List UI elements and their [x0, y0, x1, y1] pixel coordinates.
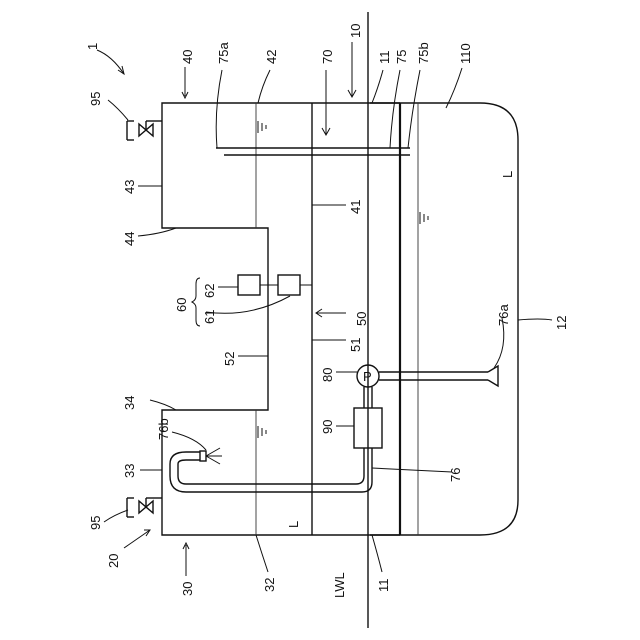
label-61: 61 [202, 310, 217, 324]
label-51: 51 [348, 338, 363, 352]
pump-label: P [363, 369, 372, 384]
label-95-lower: 95 [88, 516, 103, 530]
sensor-62-box [238, 275, 260, 295]
label-110: 110 [458, 43, 473, 64]
label-80: 80 [320, 368, 335, 382]
sensor-61-box [278, 275, 300, 295]
label-95-upper: 95 [88, 92, 103, 106]
label-L-hull: L [500, 171, 515, 178]
label-lwl: LWL [332, 572, 347, 598]
label-76: 76 [448, 468, 463, 482]
label-62: 62 [202, 284, 217, 298]
label-42: 42 [264, 50, 279, 64]
label-75b: 75b [416, 42, 431, 64]
suction-inlet-76a [488, 366, 498, 386]
valve-95-upper [127, 121, 162, 140]
leader-lines [97, 42, 552, 576]
water-symbol-lower [258, 426, 266, 438]
label-1: 1 [85, 43, 100, 50]
label-50: 50 [354, 312, 369, 326]
label-11-top: 11 [377, 51, 392, 65]
label-75: 75 [394, 50, 409, 64]
nozzle-76b-spray [200, 448, 222, 464]
label-44: 44 [122, 232, 137, 246]
label-20: 20 [106, 554, 121, 568]
label-12: 12 [554, 316, 569, 330]
label-60: 60 [174, 298, 189, 312]
label-41: 41 [348, 200, 363, 214]
label-30: 30 [180, 582, 195, 596]
label-11-bottom: 11 [376, 579, 391, 593]
label-76a: 76a [496, 304, 511, 326]
label-34: 34 [122, 396, 137, 410]
label-75a: 75a [216, 42, 231, 64]
water-symbol-hull [420, 212, 428, 224]
label-10: 10 [348, 24, 363, 38]
label-40: 40 [180, 50, 195, 64]
valve-95-lower [127, 498, 162, 517]
label-L-tank: L [286, 521, 301, 528]
label-52: 52 [222, 352, 237, 366]
label-33: 33 [122, 464, 137, 478]
label-70: 70 [320, 50, 335, 64]
label-32: 32 [262, 578, 277, 592]
label-43: 43 [122, 180, 137, 194]
label-76b: 76b [156, 418, 171, 440]
label-90: 90 [320, 420, 335, 434]
water-symbol-upper [258, 121, 266, 133]
